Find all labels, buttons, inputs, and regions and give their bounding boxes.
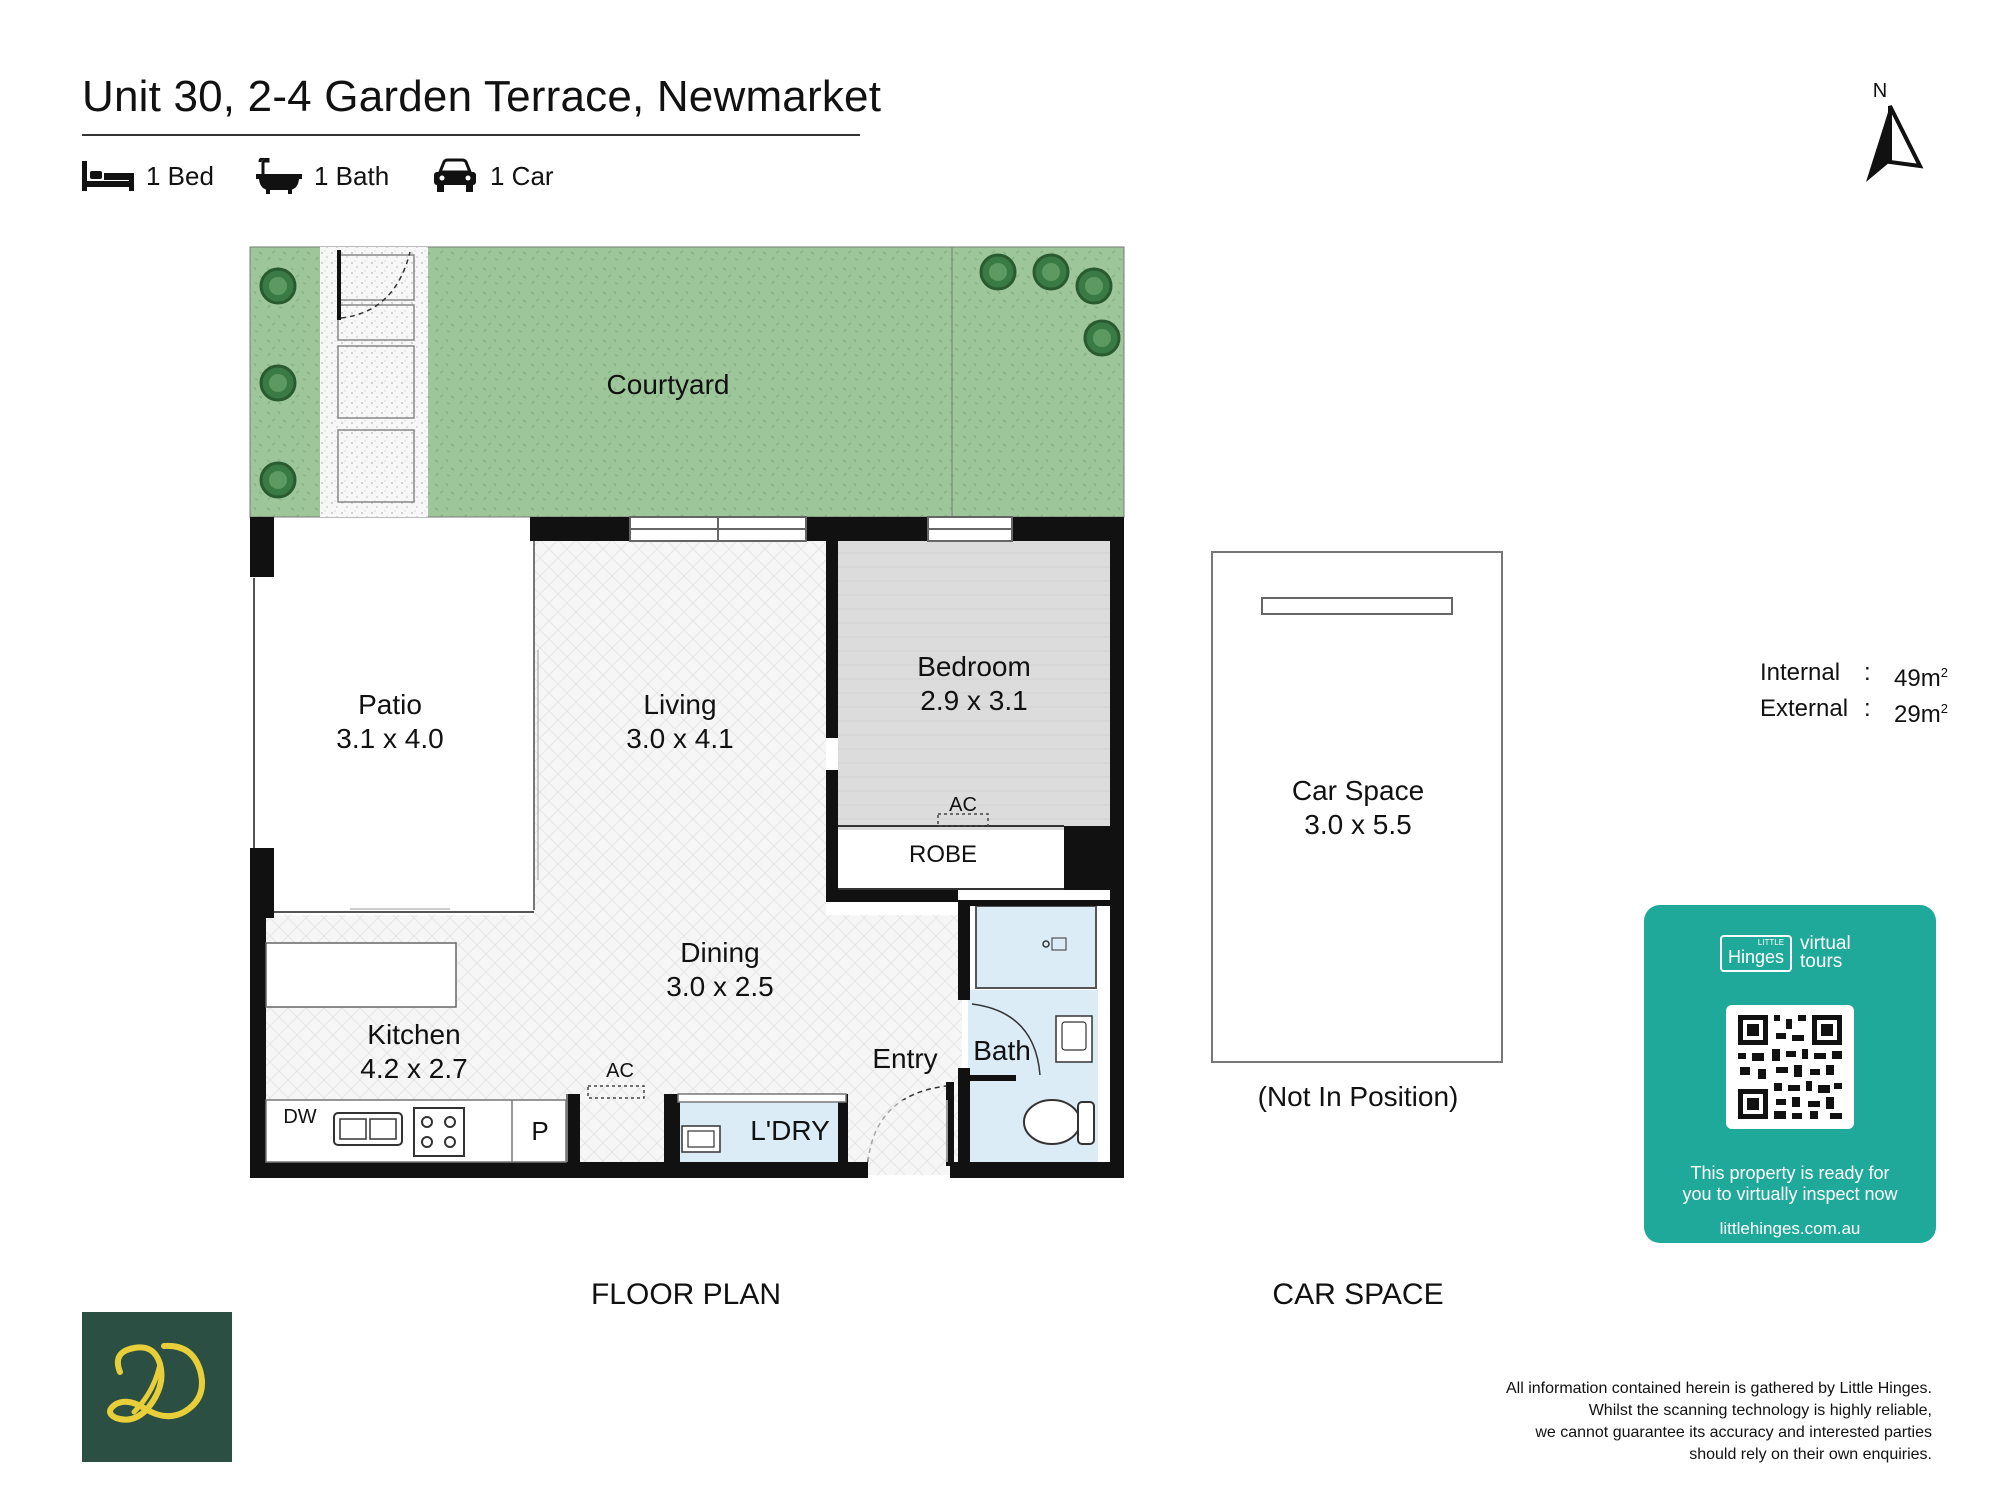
entry-label: Entry <box>872 1043 938 1074</box>
car-space-name: Car Space <box>1291 775 1425 806</box>
bedroom-size: 2.9 x 3.1 <box>920 685 1028 716</box>
page-title: Unit 30, 2-4 Garden Terrace, Newmarket <box>82 72 882 121</box>
sink <box>333 1112 403 1146</box>
brand-hinges: Hinges <box>1728 947 1785 967</box>
tour-note-line2: you to virtually inspect now <box>1682 1184 1898 1204</box>
disclaimer-line: should rely on their own enquiries. <box>1689 1446 1932 1463</box>
courtyard-label: Courtyard <box>606 369 730 400</box>
area-external-value: 29m2 <box>1894 701 1948 728</box>
disclaimer: All information contained herein is gath… <box>1506 1378 1932 1466</box>
car-icon <box>434 158 476 192</box>
pantry-label: P <box>531 1116 549 1146</box>
patio-name: Patio <box>358 689 422 720</box>
living-name: Living <box>643 689 717 720</box>
patio-size: 3.1 x 4.0 <box>336 723 444 754</box>
bedroom-label: Bedroom 2.9 x 3.1 <box>917 650 1031 718</box>
north-label: N <box>1872 80 1888 102</box>
area-external: External : 29m2 <box>1760 695 1948 728</box>
floor-plan-caption: FLOOR PLAN <box>590 1278 782 1311</box>
feature-bath-label: 1 Bath <box>314 160 390 191</box>
living-label: Living 3.0 x 4.1 <box>626 688 733 756</box>
disclaimer-line: Whilst the scanning technology is highly… <box>1588 1402 1932 1419</box>
kitchen-name: Kitchen <box>367 1019 461 1050</box>
walls <box>250 517 1124 1178</box>
qr-code[interactable] <box>1726 1005 1854 1129</box>
shower-floor <box>975 905 1097 989</box>
car-space-stop <box>1261 597 1453 615</box>
feature-bed: 1 Bed <box>82 156 214 196</box>
area-internal: Internal : 49m2 <box>1760 659 1948 692</box>
windows <box>629 516 1013 542</box>
robe-label: ROBE <box>908 841 978 868</box>
qr-code-icon <box>1738 1015 1842 1119</box>
car-space-note: (Not In Position) <box>1257 1081 1459 1112</box>
brand-virtual: virtual <box>1800 933 1851 954</box>
patio-label: Patio 3.1 x 4.0 <box>336 688 443 756</box>
feature-car-label: 1 Car <box>490 160 554 191</box>
kitchen-size: 4.2 x 2.7 <box>360 1053 468 1084</box>
tour-note-line1: This property is ready for <box>1690 1163 1890 1183</box>
toilet <box>1023 1099 1081 1145</box>
living-floor <box>534 540 826 915</box>
car-space-caption: CAR SPACE <box>1272 1278 1444 1311</box>
feature-bed-label: 1 Bed <box>146 160 214 191</box>
tour-url-link[interactable]: littlehinges.com.au <box>1719 1219 1861 1238</box>
kitchen-label: Kitchen 4.2 x 2.7 <box>360 1018 467 1086</box>
laundry-label: L'DRY <box>750 1115 830 1146</box>
bedroom-name: Bedroom <box>917 651 1031 682</box>
little-hinges-brand: LITTLE Hinges virtual tours <box>1720 933 1851 972</box>
kitchen-island <box>265 942 457 1008</box>
feature-bath: 1 Bath <box>256 156 389 196</box>
car-space-label: Car Space 3.0 x 5.5 <box>1292 774 1424 842</box>
bed-icon <box>82 161 134 191</box>
brand-tours: tours <box>1800 951 1843 972</box>
disclaimer-line: we cannot guarantee its accuracy and int… <box>1535 1424 1932 1441</box>
dining-label: Dining 3.0 x 2.5 <box>666 936 773 1004</box>
area-summary: Internal : 49m2 External : 29m2 <box>1760 658 1948 730</box>
bath-icon <box>256 158 302 194</box>
disclaimer-line: All information contained herein is gath… <box>1505 1380 1932 1397</box>
robe-floor <box>838 830 1064 890</box>
bedroom-ac-label: AC <box>949 794 977 816</box>
living-size: 3.0 x 4.1 <box>626 723 734 754</box>
agency-logo <box>82 1312 232 1462</box>
dining-ac-label: AC <box>606 1060 634 1082</box>
patio-floor <box>264 519 534 915</box>
virtual-tour-card[interactable]: LITTLE Hinges virtual tours <box>1644 905 1936 1243</box>
feature-car: 1 Car <box>432 156 554 196</box>
dining-ac <box>587 1085 645 1099</box>
bath-label: Bath <box>973 1035 1031 1066</box>
dining-size: 3.0 x 2.5 <box>666 971 774 1002</box>
bath-door-swing <box>971 1003 1041 1076</box>
brand-little: LITTLE <box>1757 938 1785 947</box>
agency-monogram-icon <box>107 1342 205 1423</box>
area-internal-label: Internal <box>1760 659 1841 686</box>
area-internal-value: 49m2 <box>1894 665 1948 692</box>
dishwasher-label: DW <box>283 1106 317 1128</box>
area-external-label: External <box>1760 695 1849 722</box>
car-space-outline <box>1211 551 1503 1063</box>
cooktop <box>413 1107 465 1157</box>
north-arrow-icon <box>1866 105 1924 182</box>
car-space-size: 3.0 x 5.5 <box>1304 809 1412 840</box>
bedroom-floor <box>838 540 1112 830</box>
title-divider <box>82 134 860 136</box>
dining-name: Dining <box>680 937 760 968</box>
